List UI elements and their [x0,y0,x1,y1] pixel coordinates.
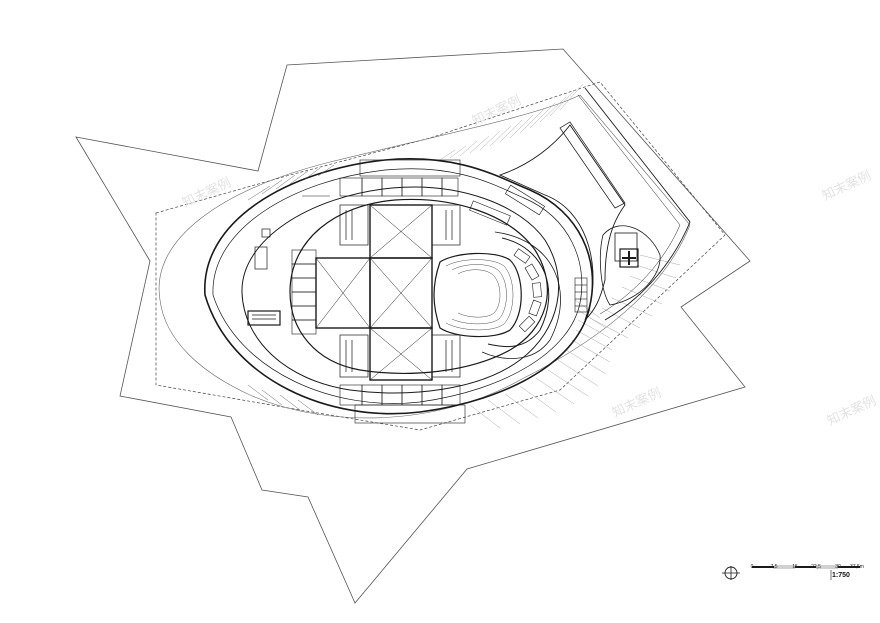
outer-oval-wall [204,158,594,415]
site-boundary [75,48,751,604]
terrace-hatch-north [439,83,584,161]
scale-tick-label: 15 [792,564,798,570]
scale-tick-label: 37,5m [850,564,864,570]
auditorium-seating-blocks [513,248,542,333]
core-ring [289,198,549,374]
central-hall [315,204,433,381]
outer-oval-wall-inner [212,168,583,404]
service-cores [339,204,461,378]
east-wing [498,124,626,321]
rooms-south [339,384,466,424]
landscape-curve [158,94,691,419]
east-step-blocks [469,184,588,313]
terrace-hatch-east [469,299,613,429]
scale-tick-label: 22,5 [811,564,821,570]
helipad-cross-icon [614,232,639,268]
east-outer-wall [584,87,691,321]
east-forecourt [599,225,661,306]
scale-tick-label: 0 [750,564,754,570]
auditorium [433,231,561,359]
scale-tick-label: 7,5 [770,564,778,570]
rooms-north [339,159,461,197]
inner-oval-wall [241,186,560,394]
east-outer-wall-2 [577,94,681,315]
scale-bar: 0 7,5 15 22,5 30 37,5m 1:750 [718,557,868,587]
scale-ratio: 1:750 [832,572,850,579]
scale-tick-label: 30 [835,564,841,570]
scale-bar-graphic [752,565,860,580]
west-radial-band [247,164,335,416]
north-arrow-icon [722,566,740,580]
east-wing-strip [559,121,626,209]
building-footprint-dashed [155,81,726,431]
west-elements [247,195,330,326]
